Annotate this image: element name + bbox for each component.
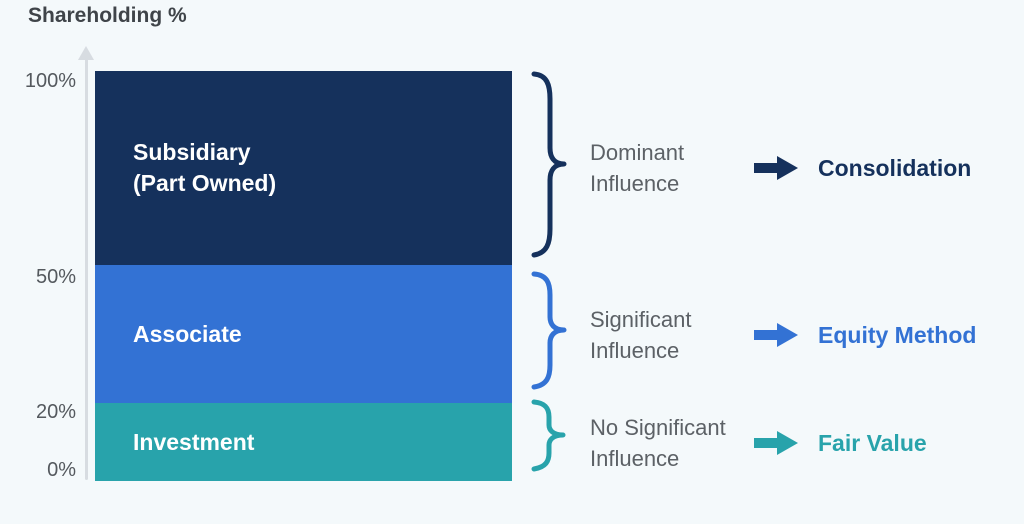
y-tick-100: 100% bbox=[24, 70, 76, 92]
axis-arrow-up-icon bbox=[78, 46, 94, 60]
y-tick-20: 20% bbox=[35, 401, 76, 423]
brace-icon bbox=[530, 271, 570, 390]
y-tick-50: 50% bbox=[35, 266, 76, 288]
method-label-equity-method: Equity Method bbox=[818, 322, 977, 348]
bar-segment-label: Associate bbox=[133, 320, 242, 347]
method-label-consolidation: Consolidation bbox=[818, 155, 972, 181]
right-arrow-icon bbox=[754, 153, 798, 183]
brace-icon bbox=[530, 399, 570, 472]
y-axis-line bbox=[85, 58, 88, 480]
influence-label-dominant: Dominant Influence bbox=[590, 140, 685, 196]
influence-label-no-significant: No Significant Influence bbox=[590, 415, 726, 471]
bar-segment-subsidiary: Subsidiary (Part Owned) bbox=[95, 71, 512, 265]
bar-segment-associate: Associate bbox=[95, 265, 512, 403]
brace-icon bbox=[530, 71, 570, 258]
right-arrow-icon bbox=[754, 428, 798, 458]
bar-segment-label: Investment bbox=[133, 428, 255, 455]
method-label-fair-value: Fair Value bbox=[818, 430, 927, 456]
y-tick-0: 0% bbox=[47, 459, 76, 481]
right-arrow-icon bbox=[754, 320, 798, 350]
stacked-bar: Subsidiary (Part Owned) Associate Invest… bbox=[95, 71, 512, 481]
bar-segment-label: Subsidiary (Part Owned) bbox=[133, 139, 277, 196]
page-title: Shareholding % bbox=[28, 4, 187, 27]
influence-label-significant: Significant Influence bbox=[590, 307, 692, 363]
bar-segment-investment: Investment bbox=[95, 403, 512, 481]
